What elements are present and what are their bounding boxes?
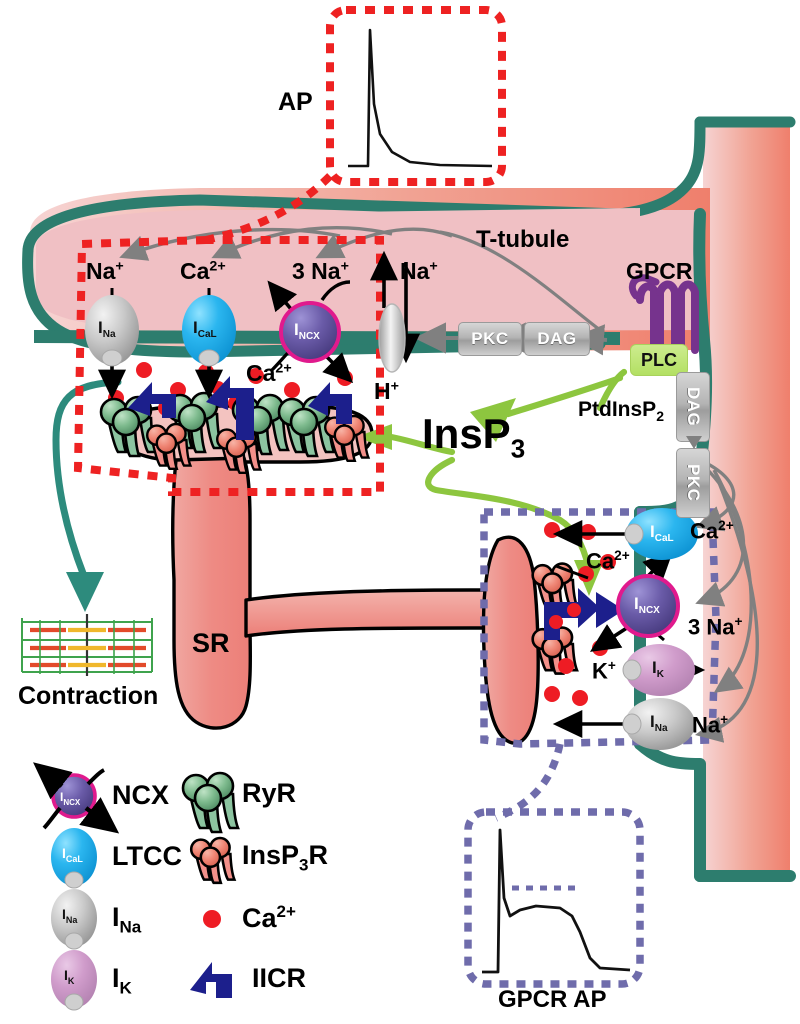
- legend-label-ryr: RyR: [242, 778, 297, 808]
- iicr-icon: [190, 962, 232, 998]
- channel-INCX-ttubule: [279, 301, 341, 363]
- insp3r-icon: [189, 836, 237, 885]
- dag-tag-side: DAG: [676, 372, 710, 442]
- ryr-icon: [181, 771, 240, 834]
- channel-INCX-sarcolemma: [616, 574, 680, 638]
- gpcr-label: GPCR: [626, 258, 693, 284]
- channel-IK-sarcolemma: [622, 644, 695, 696]
- ap-trace: [348, 28, 493, 168]
- ap-inset-label: AP: [278, 88, 313, 116]
- contraction-label: Contraction: [18, 682, 159, 710]
- pkc-feedback-arcs: [694, 458, 759, 743]
- legend-label-insp3r: InsP3R: [242, 840, 328, 875]
- dag-tag-top: DAG: [524, 322, 590, 356]
- channel-ICaL-sarcolemma: [624, 508, 698, 560]
- ca-dot-icon: [203, 910, 221, 928]
- ion-label-k-sarcolemma: K+: [592, 658, 616, 684]
- gpcr-to-exchanger-arrow: [439, 230, 601, 332]
- ik-icon: [51, 950, 97, 1011]
- legend-label-ncx: NCX: [112, 780, 170, 810]
- ncx-icon: [33, 762, 120, 834]
- ion-label-na-nhe: Na+: [400, 258, 438, 284]
- ap-inset-border: [205, 6, 506, 244]
- dag-to-pkc-arrow: [686, 436, 702, 449]
- ion-label-h-nhe: H+: [374, 378, 399, 404]
- ion-label-na-ina: Na+: [86, 258, 124, 284]
- plc-label: PLC: [630, 344, 688, 376]
- ina-icon: [51, 889, 97, 950]
- gpcr-ap-inset-label: GPCR AP: [498, 986, 607, 1013]
- pkc-tag-top: PKC: [458, 322, 522, 356]
- ttubule-label: T-tubule: [476, 226, 570, 253]
- ltcc-icon: [51, 828, 97, 889]
- gpcr-ap-inset-border: [464, 808, 644, 988]
- ion-label-ca-ical: Ca2+: [180, 258, 226, 284]
- nhe-exchanger-icon: [378, 303, 406, 373]
- dyad-region-border: [73, 236, 384, 496]
- legend-label-ik: IK: [112, 963, 132, 998]
- channel-ICaL-ttubule: [182, 295, 236, 367]
- channel-INa-sarcolemma: [622, 698, 695, 750]
- ion-label-ca-sarcolemma-out: Ca2+: [690, 518, 734, 544]
- legend-label-ltcc: LTCC: [112, 841, 182, 871]
- ion-label-na-sarcolemma: Na+: [692, 712, 729, 738]
- insp3-label: InsP3: [422, 410, 526, 464]
- ion-label-ca-cytosol: Ca2+: [586, 548, 630, 574]
- legend-label-ca: Ca2+: [242, 902, 296, 933]
- ion-label-3na-sarcolemma: 3 Na+: [688, 614, 743, 640]
- legend-label-iicr: IICR: [252, 963, 306, 993]
- sarcomere-icon: [21, 614, 153, 676]
- ion-label-ca-efflux: Ca2+: [246, 360, 292, 386]
- ncx-inflow-leader: [320, 280, 351, 301]
- calcium-dots-peripheral: [544, 522, 616, 706]
- ion-label-3na-ncx: 3 Na+: [292, 258, 349, 284]
- gpcr-ap-trace: [482, 828, 631, 974]
- channel-INa-ttubule: [85, 295, 139, 367]
- pkc-tag-side: PKC: [676, 448, 710, 518]
- legend-icons: [33, 762, 240, 1011]
- legend-label-ina: INa: [112, 902, 142, 937]
- ptdinsp2-label: PtdInsP2: [578, 398, 664, 425]
- sr-label: SR: [192, 628, 230, 658]
- ryr-insp3r-cluster: [99, 376, 371, 475]
